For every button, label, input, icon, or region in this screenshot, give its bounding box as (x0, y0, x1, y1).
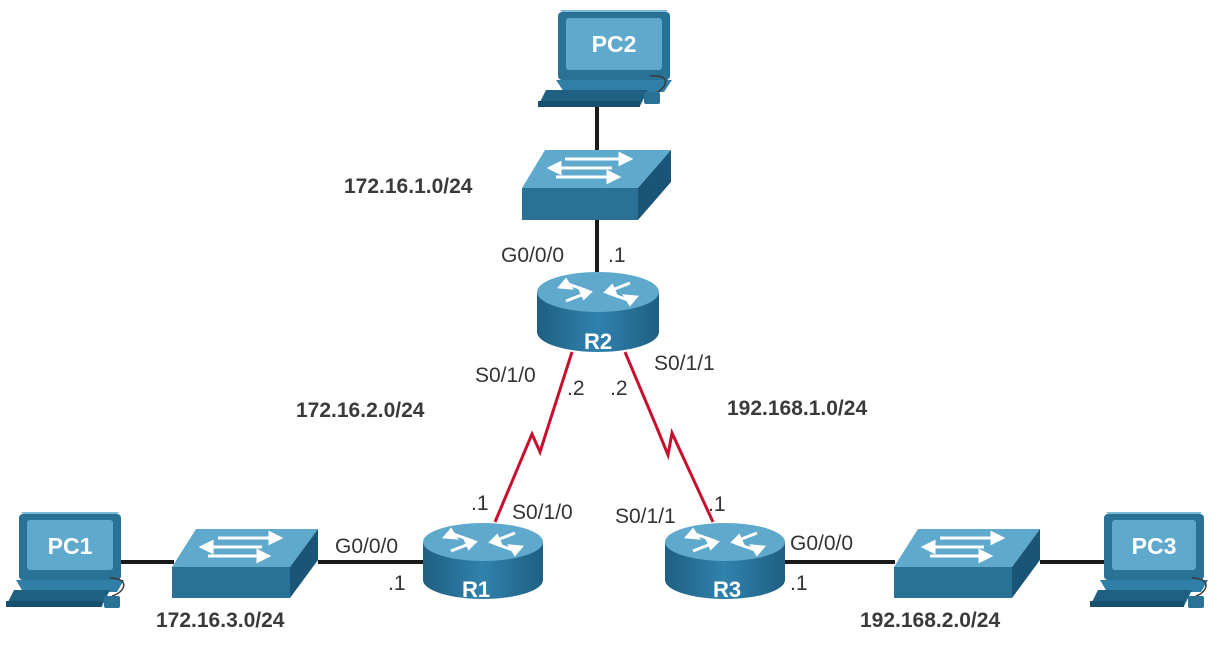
r2-s011-host-label: .2 (610, 377, 628, 400)
pc2-label: PC2 (592, 31, 637, 57)
pc1-label: PC1 (48, 533, 93, 559)
r1-g000-host-label: .1 (388, 572, 406, 595)
serial-link-r2-r3 (623, 351, 715, 523)
pc2-icon (538, 10, 672, 107)
r2-s010-host-label: .2 (567, 377, 585, 400)
r3-s011-host-label: .1 (708, 493, 726, 516)
r2-s011-interface-label: S0/1/1 (654, 352, 715, 375)
r2-s010-interface-label: S0/1/0 (475, 364, 536, 387)
network-label-lan-r3: 192.168.2.0/24 (860, 609, 1001, 632)
r2-label: R2 (584, 329, 612, 354)
r2-g000-host-label: .1 (608, 244, 626, 267)
switch-r1-lan-icon (172, 529, 318, 598)
pc1-icon (6, 512, 125, 608)
router-r2-icon (537, 272, 659, 352)
serial-link-r1-r2 (493, 351, 574, 523)
network-label-wan-r1-r2: 172.16.2.0/24 (296, 399, 425, 422)
r2-g000-interface-label: G0/0/0 (501, 244, 565, 267)
r1-s010-interface-label: S0/1/0 (512, 501, 573, 524)
router-r1-icon (423, 523, 543, 599)
r3-label: R3 (713, 577, 741, 602)
network-label-lan-r1: 172.16.3.0/24 (156, 609, 285, 632)
r1-s010-host-label: .1 (471, 492, 489, 515)
switch-r2-lan-icon (522, 150, 671, 220)
r3-s011-interface-label: S0/1/1 (615, 505, 676, 528)
r3-g000-host-label: .1 (790, 572, 808, 595)
switch-r3-lan-icon (894, 529, 1040, 598)
network-label-wan-r2-r3: 192.168.1.0/24 (727, 397, 868, 420)
router-r3-icon (665, 523, 785, 599)
pc3-label: PC3 (1132, 533, 1177, 559)
network-label-lan-r2: 172.16.1.0/24 (344, 175, 473, 198)
r3-g000-interface-label: G0/0/0 (790, 532, 854, 555)
r1-g000-interface-label: G0/0/0 (335, 535, 399, 558)
r1-label: R1 (462, 577, 490, 602)
pc3-icon (1090, 512, 1208, 608)
